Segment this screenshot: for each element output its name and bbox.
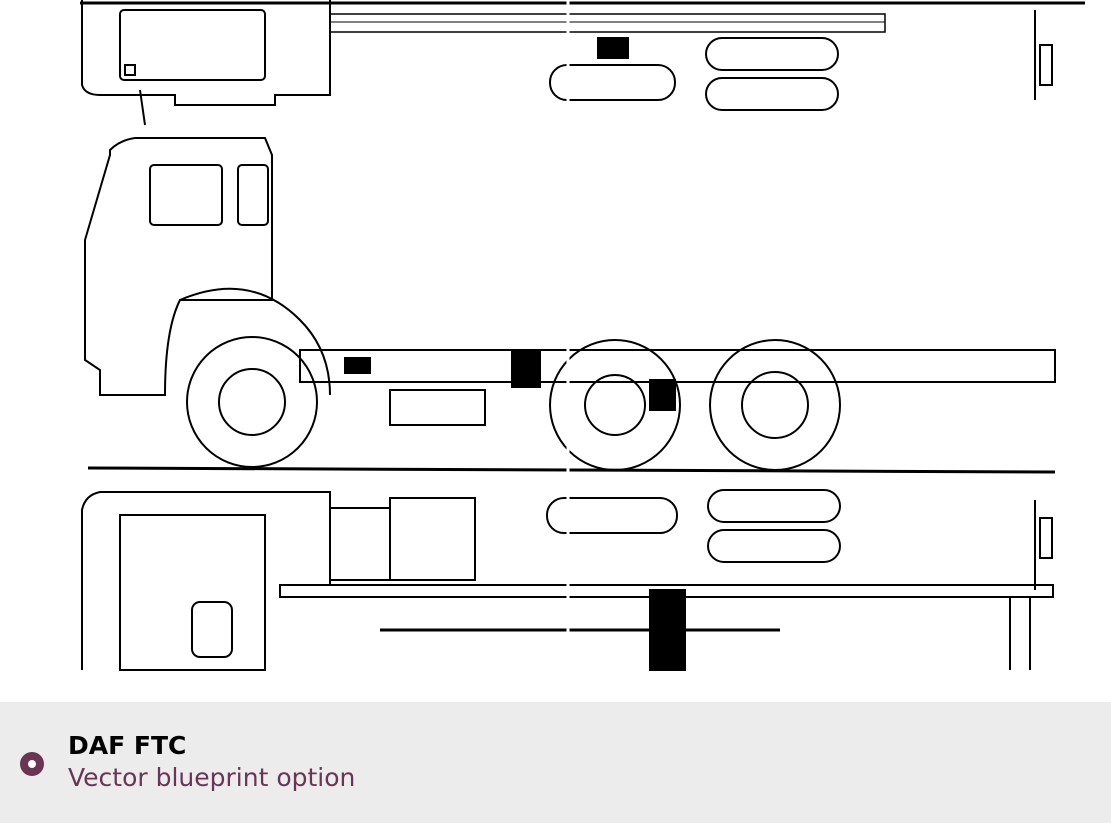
- caption-title: DAF FTC: [68, 731, 187, 760]
- side-view: [84, 137, 1056, 474]
- truck-blueprint-image: [80, 0, 1085, 671]
- caption-bar: [0, 702, 1111, 823]
- radio-circle-icon: [20, 752, 44, 776]
- top-view: [80, 0, 1085, 126]
- caption-subtitle: Vector blueprint option: [68, 763, 356, 792]
- bottom-view: [81, 489, 1054, 671]
